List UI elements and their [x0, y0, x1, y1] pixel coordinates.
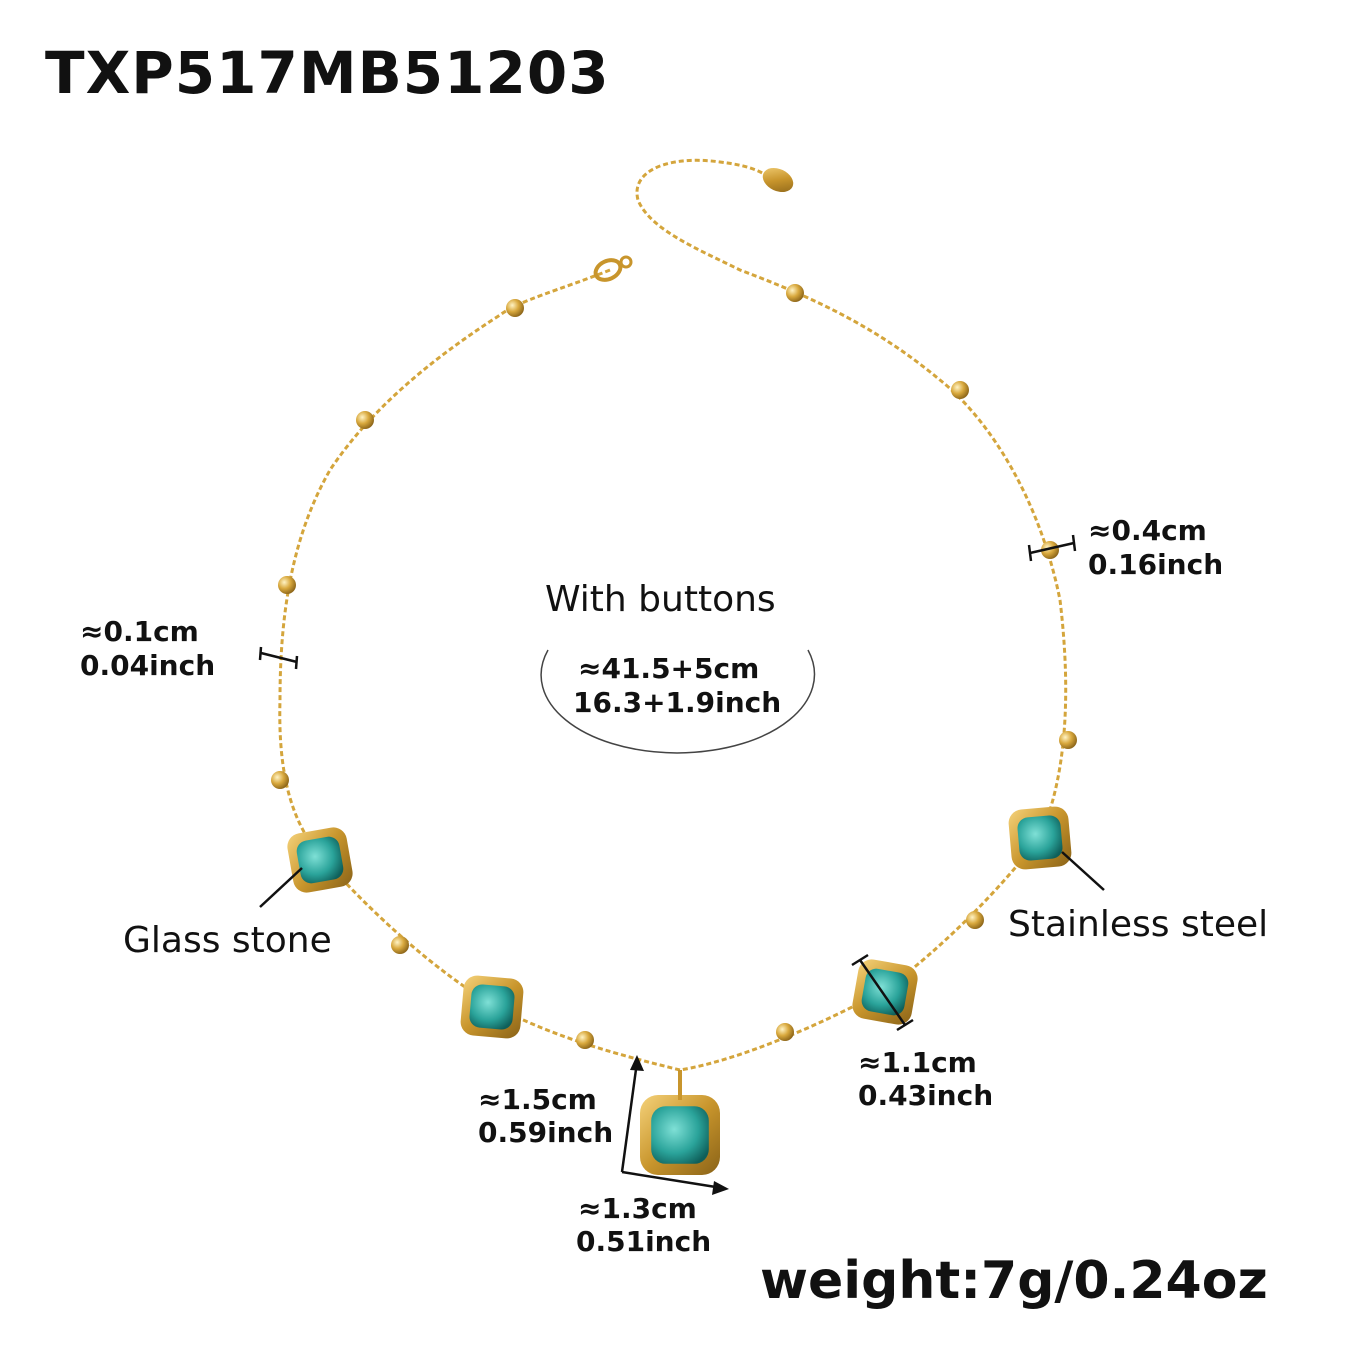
length-inch: 16.3+1.9inch [573, 686, 782, 719]
side-stone-size-marker [851, 953, 914, 1032]
chain-bead [391, 936, 409, 954]
side-stone-cm: ≈1.1cm [858, 1046, 977, 1079]
bead-size-cm: ≈0.4cm [1088, 514, 1207, 547]
chain-bead [776, 1023, 794, 1041]
stainless-steel-label: Stainless steel [1008, 904, 1269, 945]
bead-size-inch: 0.16inch [1088, 548, 1224, 581]
chain-bead [1041, 541, 1059, 559]
pendant-width-cm: ≈1.3cm [578, 1192, 697, 1225]
pendant-stone [640, 1095, 720, 1175]
station-stone [460, 975, 524, 1039]
chain-bead [271, 771, 289, 789]
stainless-steel-pointer [1061, 851, 1105, 891]
length-cm: ≈41.5+5cm [578, 652, 760, 685]
chain-thickness-inch: 0.04inch [80, 649, 216, 682]
station-stone [852, 959, 918, 1025]
product-code: TXP517MB51203 [45, 39, 610, 107]
glass-stone-pointer [259, 867, 303, 908]
weight-label: weight:7g/0.24oz [760, 1251, 1268, 1311]
chain-bead [786, 284, 804, 302]
chain-bead [356, 411, 374, 429]
pendant-height-cm: ≈1.5cm [478, 1083, 597, 1116]
side-stone-inch: 0.43inch [858, 1079, 994, 1112]
bead-size-marker [1027, 534, 1077, 562]
station-stone [287, 827, 353, 893]
pendant-height-inch: 0.59inch [478, 1116, 614, 1149]
arrow-right-icon [712, 1181, 729, 1195]
length-title: With buttons [545, 579, 776, 620]
arrow-up-icon [630, 1055, 644, 1071]
station-stone [1008, 806, 1072, 870]
chain-thickness-marker [258, 646, 299, 670]
chain-bead [951, 381, 969, 399]
lobster-clasp [593, 255, 633, 282]
chain-bead [576, 1031, 594, 1049]
chain-bead [1059, 731, 1077, 749]
pendant-width-inch: 0.51inch [576, 1225, 712, 1258]
length-arc [540, 649, 816, 754]
extender-tag [762, 167, 794, 193]
chain-thickness-cm: ≈0.1cm [80, 615, 199, 648]
chain-bead [506, 299, 524, 317]
glass-stone-label: Glass stone [123, 920, 332, 961]
chain-bead [966, 911, 984, 929]
pendant-dimension-arrows [620, 1061, 723, 1190]
chain-bead [278, 576, 296, 594]
